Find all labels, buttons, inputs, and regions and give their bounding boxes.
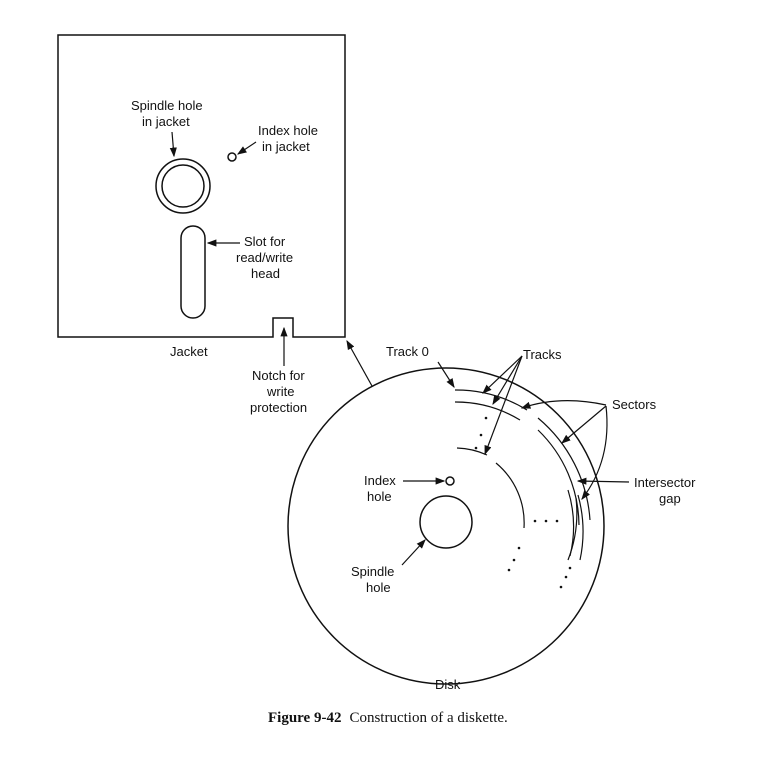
tracks-label: Tracks xyxy=(523,347,562,362)
disk-spindle-hole xyxy=(419,495,473,549)
sectors-label: Sectors xyxy=(612,397,657,412)
jacket-index-hole xyxy=(227,152,237,162)
disk-index-hole xyxy=(445,476,455,486)
tracks xyxy=(454,389,591,589)
jacket-spindle-hole-inner xyxy=(161,164,205,208)
jacket-outline xyxy=(57,34,346,338)
jacket-spindle-hole-outer xyxy=(155,158,211,214)
read-write-slot xyxy=(180,225,206,319)
track-0-label: Track 0 xyxy=(386,344,429,359)
disk-label: Disk xyxy=(435,677,461,692)
jacket-label: Jacket xyxy=(170,344,208,359)
disk-outline xyxy=(287,367,605,685)
